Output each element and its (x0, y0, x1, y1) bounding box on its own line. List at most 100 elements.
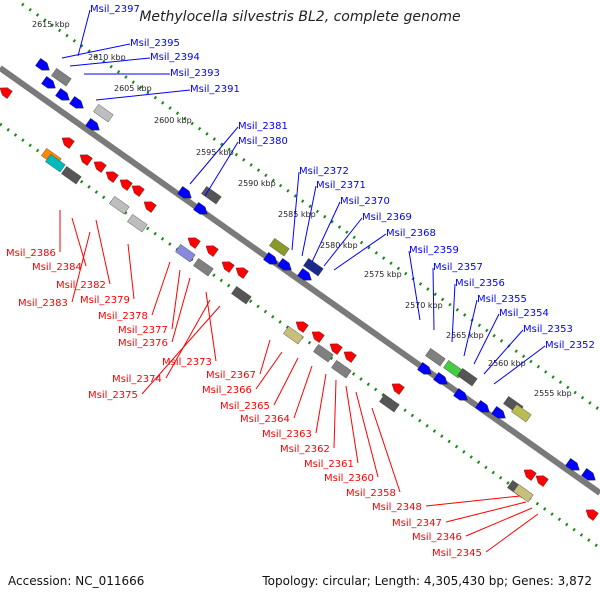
forward-gene-arrow (297, 268, 312, 281)
gene-label-forward: Msil_2393 (170, 68, 220, 79)
leader-line (61, 43, 131, 59)
gene-label-forward: Msil_2372 (299, 166, 349, 177)
reverse-gene-arrow (143, 201, 157, 213)
leader-line (445, 501, 527, 523)
gene-label-reverse: Msil_2345 (432, 548, 482, 559)
reverse-gene-arrow (535, 475, 549, 487)
scale-label: 2595 kbp (196, 148, 234, 157)
tick-ring-inner (0, 122, 600, 550)
gene-label-forward: Msil_2368 (386, 228, 436, 239)
gene-label-forward: Msil_2354 (499, 308, 549, 319)
gene-features (0, 58, 599, 521)
forward-gene-arrow (433, 372, 448, 385)
gene-label-reverse: Msil_2378 (98, 311, 148, 322)
forward-gene-arrow (193, 202, 208, 215)
forward-gene-arrow (565, 458, 580, 471)
reverse-gene-arrow (205, 245, 219, 257)
gene-block (127, 214, 148, 233)
leader-line (259, 339, 271, 375)
reverse-gene-arrow (93, 161, 107, 173)
gene-label-reverse: Msil_2383 (18, 298, 68, 309)
gene-label-forward: Msil_2397 (90, 4, 140, 15)
forward-gene-arrow (41, 76, 56, 89)
scale-label: 2565 kbp (446, 331, 484, 340)
reverse-gene-arrow (523, 469, 537, 481)
leader-line (77, 9, 91, 57)
gene-label-reverse: Msil_2358 (346, 488, 396, 499)
leader-line (493, 345, 546, 385)
gene-block (109, 196, 130, 215)
gene-label-forward: Msil_2391 (190, 84, 240, 95)
scale-label: 2590 kbp (238, 179, 276, 188)
leader-line (71, 217, 87, 267)
leader-line (151, 261, 171, 316)
leader-line (69, 57, 151, 67)
gene-label-reverse: Msil_2386 (6, 248, 56, 259)
forward-gene-arrow (35, 58, 50, 71)
leader-line (333, 233, 387, 271)
gene-label-forward: Msil_2370 (340, 196, 390, 207)
gene-label-reverse: Msil_2384 (32, 262, 82, 273)
forward-gene-arrow (263, 252, 278, 265)
gene-label-forward: Msil_2395 (130, 38, 180, 49)
forward-gene-arrow (417, 362, 432, 375)
gene-block (269, 238, 290, 257)
gene-label-reverse: Msil_2375 (88, 390, 138, 401)
reverse-gene-arrow (329, 343, 343, 355)
gene-block (93, 104, 114, 123)
scale-label: 2580 kbp (320, 241, 358, 250)
gene-label-forward: Msil_2353 (523, 324, 573, 335)
gene-label-forward: Msil_2356 (455, 278, 505, 289)
reverse-gene-arrow (235, 267, 249, 279)
leader-line (483, 329, 524, 375)
gene-label-reverse: Msil_2382 (56, 280, 106, 291)
gene-label-reverse: Msil_2347 (392, 518, 442, 529)
gene-label-reverse: Msil_2365 (220, 401, 270, 412)
gene-label-forward: Msil_2380 (238, 136, 288, 147)
gene-block (513, 484, 534, 503)
scale-label: 2605 kbp (114, 84, 152, 93)
gene-block (201, 186, 222, 205)
forward-gene-arrow (475, 400, 490, 413)
scale-label: 2615 kbp (32, 20, 70, 29)
reverse-gene-arrow (391, 383, 405, 395)
leader-line (432, 267, 435, 331)
leader-line (355, 391, 379, 478)
leader-line (425, 495, 521, 507)
scale-label: 2610 kbp (88, 53, 126, 62)
accession-info: Accession: NC_011666 (8, 574, 145, 588)
leader-line (204, 141, 239, 197)
scale-label: 2575 kbp (364, 270, 402, 279)
leader-line (95, 89, 191, 101)
leader-line (189, 126, 239, 185)
gene-label-forward: Msil_2381 (238, 121, 288, 132)
gene-block (331, 360, 352, 379)
leader-line (485, 513, 539, 553)
reverse-gene-arrow (105, 171, 119, 183)
scale-label: 2555 kbp (534, 389, 572, 398)
forward-gene-arrow (277, 258, 292, 271)
gene-block (175, 244, 196, 263)
reverse-gene-arrow (61, 137, 75, 149)
gene-block (51, 68, 72, 87)
topology-info: Topology: circular; Length: 4,305,430 bp… (262, 574, 592, 588)
gene-label-forward: Msil_2352 (545, 340, 595, 351)
leader-line (333, 379, 337, 449)
leader-line (71, 231, 91, 303)
forward-gene-arrow (581, 468, 596, 481)
leader-line (95, 219, 111, 285)
leader-line (451, 283, 456, 343)
gene-block (457, 368, 478, 387)
leader-line (141, 305, 221, 395)
gene-block (379, 394, 400, 413)
reverse-gene-arrow (119, 179, 133, 191)
leader-line (171, 269, 181, 330)
leader-line (463, 299, 478, 357)
leader-line (315, 373, 327, 434)
genome-backbone (0, 65, 600, 496)
gene-block (425, 348, 446, 367)
scale-label: 2560 kbp (488, 359, 526, 368)
scale-label: 2585 kbp (278, 210, 316, 219)
